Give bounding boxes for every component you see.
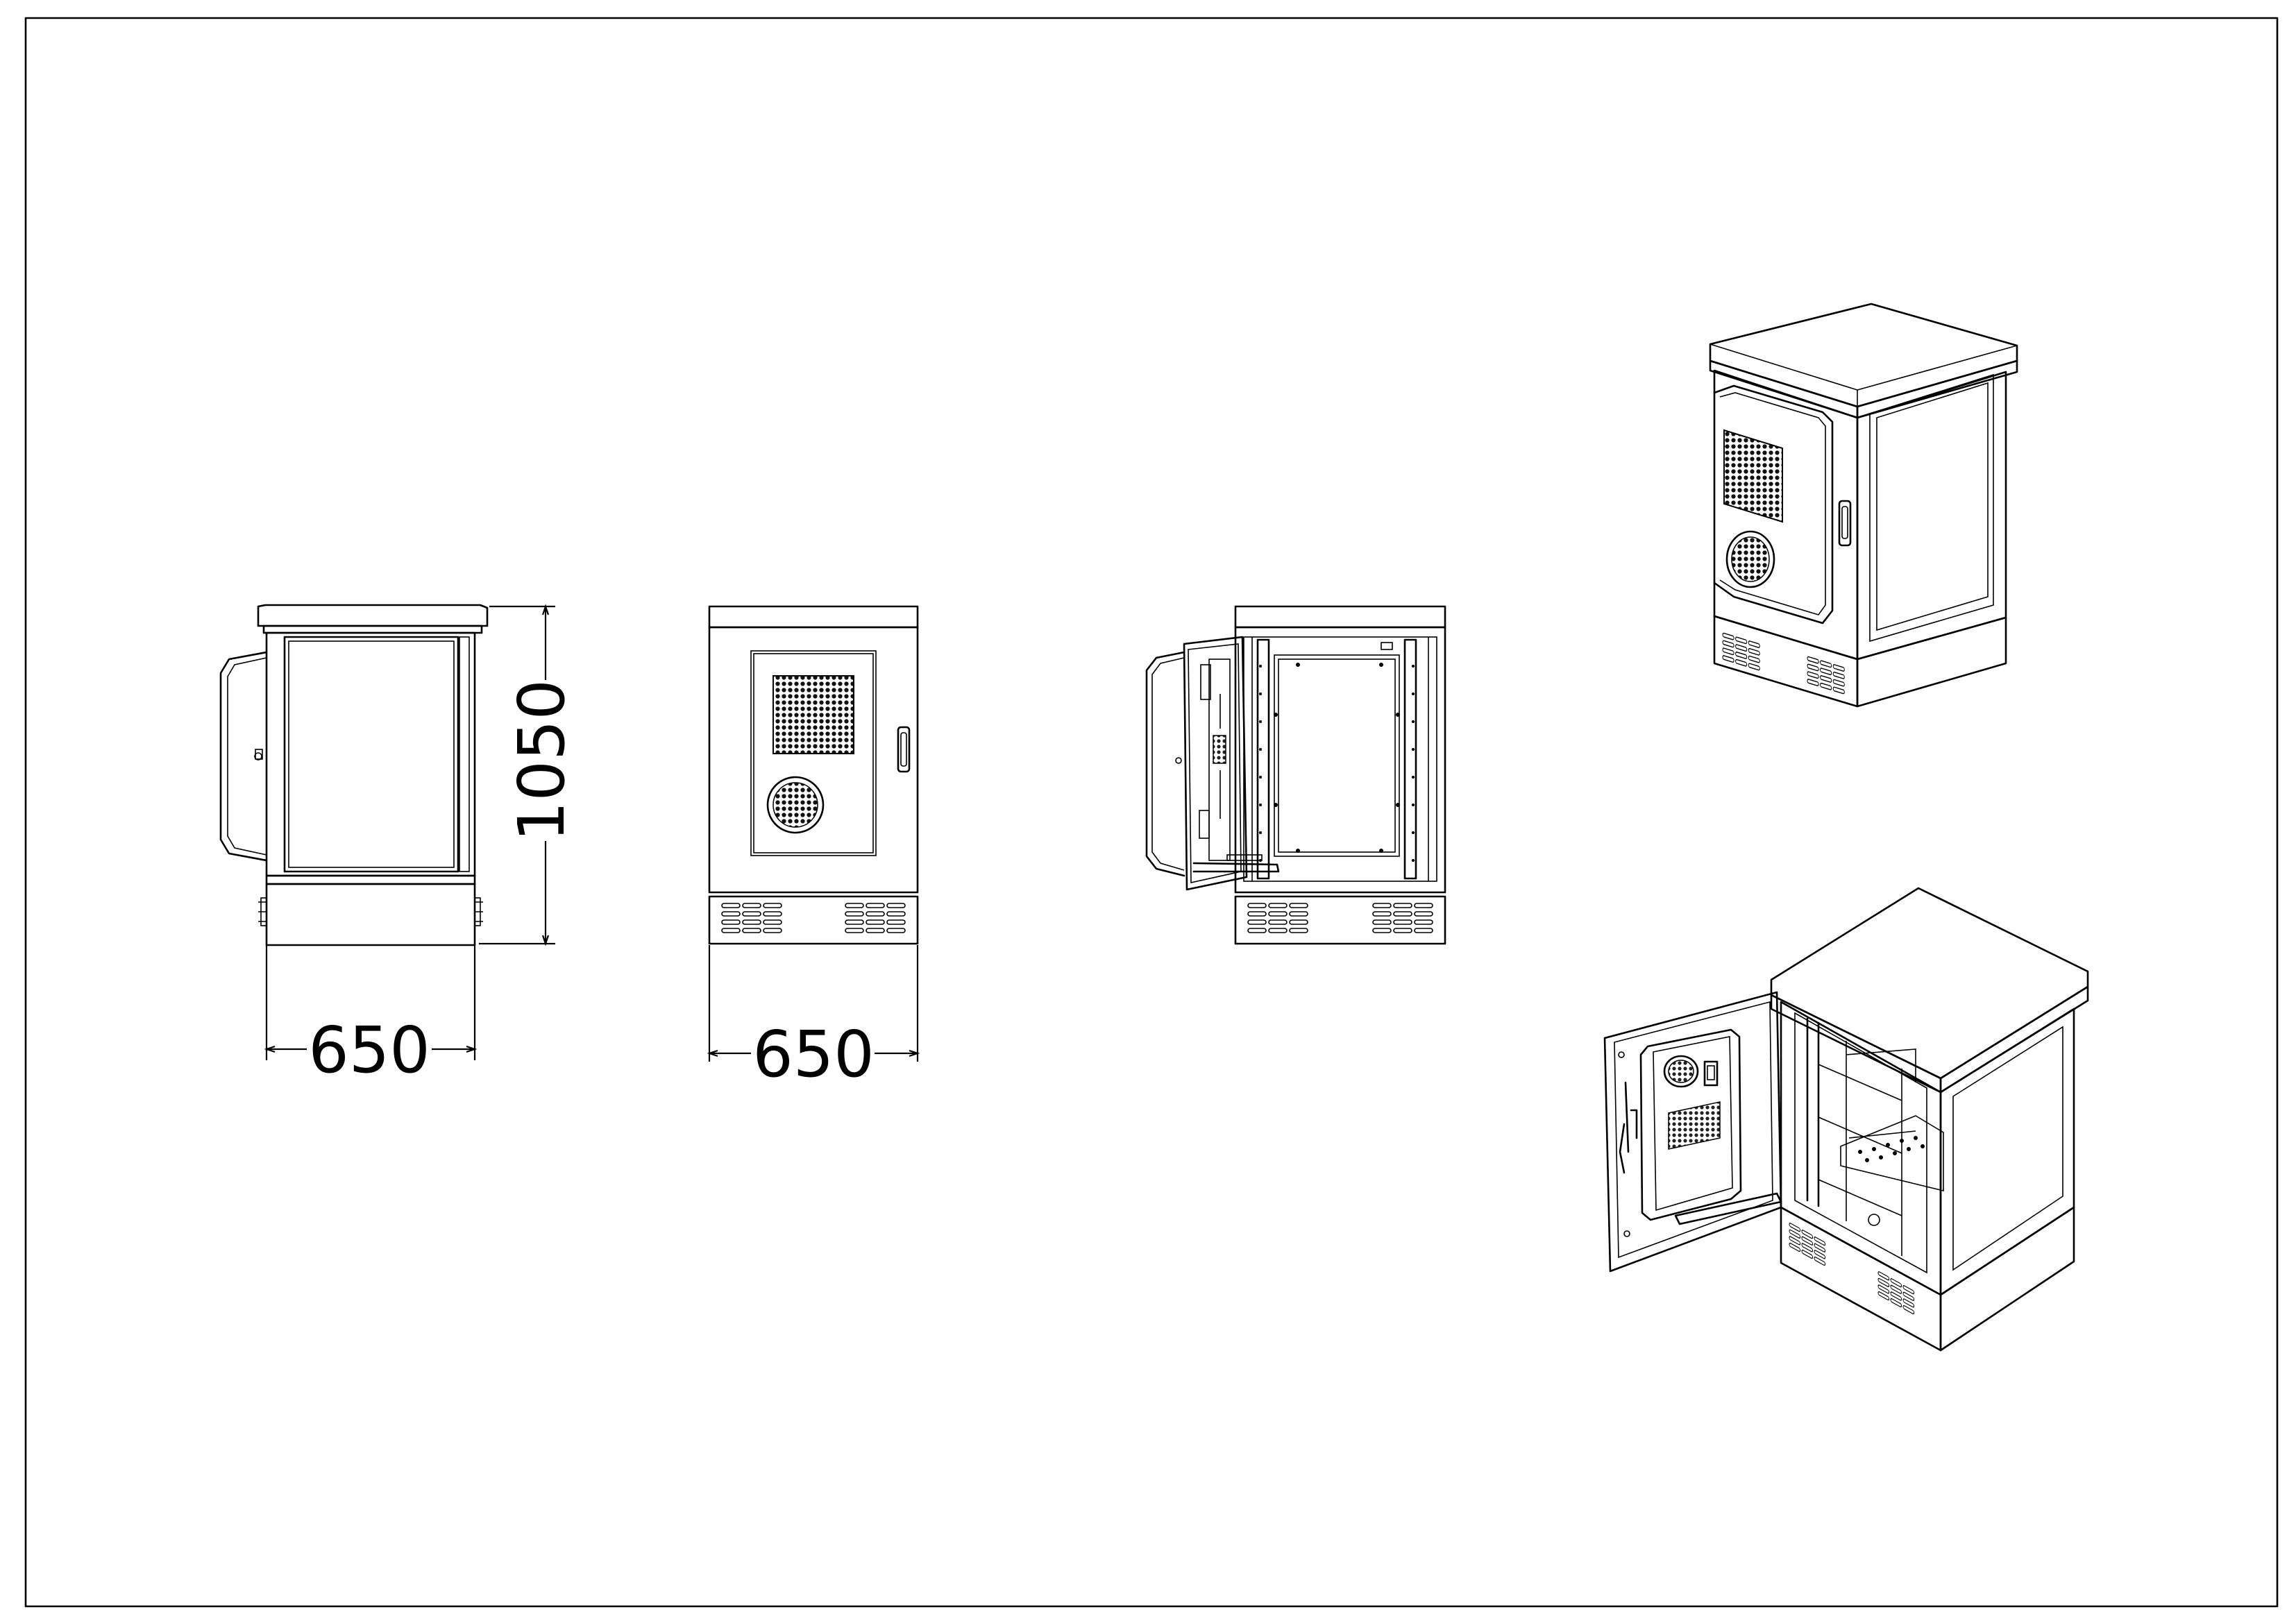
height-dimension-label: 1050 <box>505 679 579 842</box>
side-dimensions: 1050 650 <box>264 604 579 1087</box>
side-view <box>219 604 489 946</box>
iso-open-grille <box>1668 1101 1721 1150</box>
iso-closed-fan <box>1731 536 1770 582</box>
front-width-dimension-label: 650 <box>752 1017 875 1091</box>
side-width-dimension-label: 650 <box>308 1013 430 1087</box>
iso-closed-view <box>1709 303 2018 708</box>
front-open-view <box>1145 605 1446 945</box>
front-dimensions: 650 <box>707 945 920 1091</box>
open-door-grille <box>1213 735 1226 764</box>
iso-open-view <box>1603 887 2089 1352</box>
front-fan <box>773 782 818 828</box>
front-view <box>708 605 919 945</box>
front-grille <box>773 675 854 754</box>
sheet-border <box>24 17 2279 1608</box>
iso-open-fan <box>1668 1060 1694 1083</box>
iso-closed-grille <box>1723 429 1783 523</box>
